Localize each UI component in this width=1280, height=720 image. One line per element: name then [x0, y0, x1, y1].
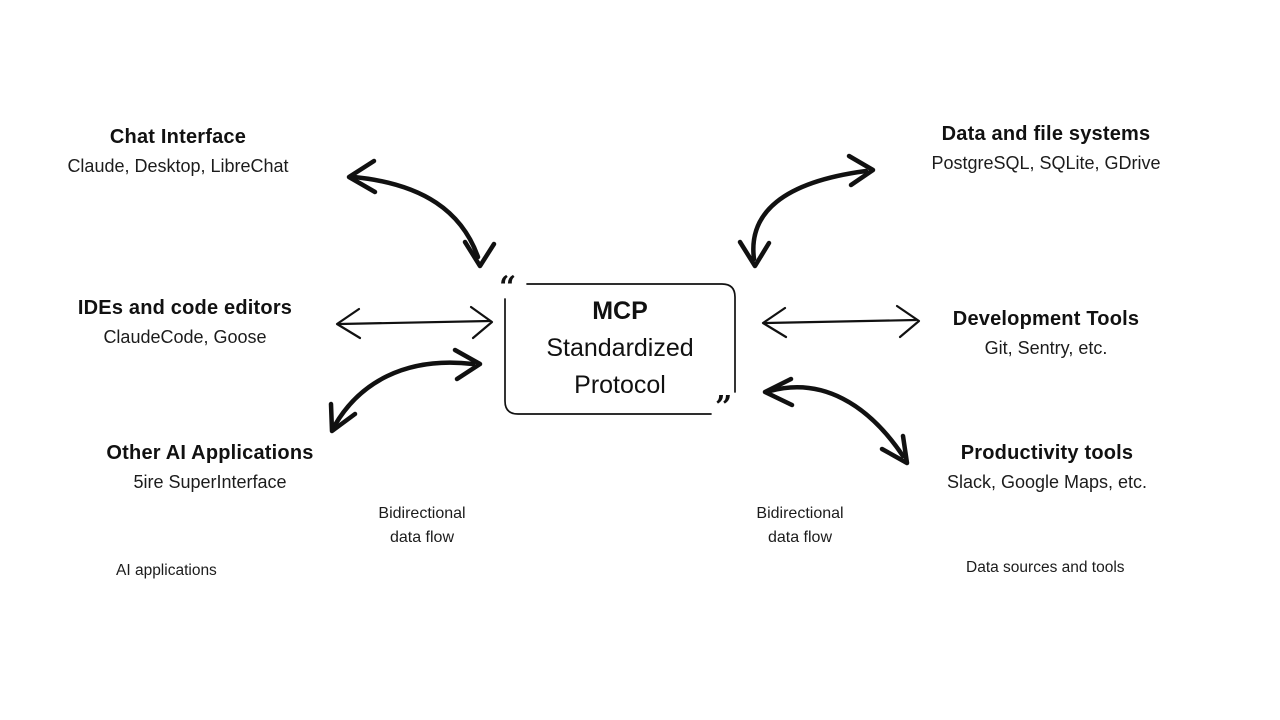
node-subtitle: ClaudeCode, Goose	[103, 327, 267, 347]
node-subtitle: Claude, Desktop, LibreChat	[67, 156, 289, 176]
arrow-other-ai-mcp	[331, 350, 480, 431]
mcp-protocol-box: “ MCP Standardized Protocol ”	[499, 273, 735, 423]
node-subtitle: 5ire SuperInterface	[133, 472, 287, 492]
close-quote-icon: ”	[715, 390, 733, 425]
node-title: Chat Interface	[109, 126, 247, 148]
node-data-file-systems: Data and file systems PostgreSQL, SQLite…	[886, 120, 1206, 178]
arrow-chat-interface-mcp	[349, 161, 494, 266]
node-subtitle: PostgreSQL, SQLite, GDrive	[931, 153, 1161, 173]
arrow-productivity-mcp	[765, 379, 907, 463]
node-subtitle: Slack, Google Maps, etc.	[946, 472, 1148, 492]
node-title: Productivity tools	[960, 442, 1134, 464]
mcp-line3: Protocol	[574, 371, 666, 399]
arrow-ides-mcp	[337, 307, 492, 338]
node-title: Development Tools	[952, 308, 1140, 330]
bidirectional-flow-label-right: Bidirectional data flow	[756, 505, 844, 546]
node-chat-interface: Chat Interface Claude, Desktop, LibreCha…	[18, 123, 338, 181]
mcp-line2: Standardized	[546, 334, 694, 362]
node-subtitle: Git, Sentry, etc.	[984, 338, 1108, 358]
open-quote-icon: “	[499, 270, 517, 305]
node-title: Other AI Applications	[106, 442, 314, 464]
node-other-ai-applications: Other AI Applications 5ire SuperInterfac…	[50, 439, 370, 497]
arrow-data-systems-mcp	[740, 156, 873, 266]
group-label-ai-applications: AI applications	[116, 562, 217, 579]
node-development-tools: Development Tools Git, Sentry, etc.	[886, 305, 1206, 363]
node-ides-code-editors: IDEs and code editors ClaudeCode, Goose	[25, 294, 345, 352]
node-productivity-tools: Productivity tools Slack, Google Maps, e…	[887, 439, 1207, 497]
bidirectional-flow-label-left: Bidirectional data flow	[378, 505, 466, 546]
group-label-data-sources-tools: Data sources and tools	[966, 559, 1125, 576]
mcp-title: MCP	[592, 297, 648, 325]
mcp-box-text: MCP Standardized Protocol	[505, 293, 735, 404]
node-title: IDEs and code editors	[77, 297, 293, 319]
node-title: Data and file systems	[941, 123, 1151, 145]
